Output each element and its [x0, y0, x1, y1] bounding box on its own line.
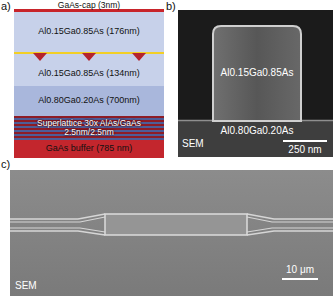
- scale-label: 10 μm: [286, 264, 314, 275]
- panel-label: a): [1, 0, 11, 12]
- layer-band: Al0.15Ga0.85As (134nm): [14, 62, 164, 86]
- layer-band: GaAs buffer (785 nm): [14, 140, 164, 158]
- layer-band: GaAs-cap (3nm): [14, 0, 164, 11]
- waveguide-edge: [10, 214, 105, 219]
- quantum-dot: [33, 53, 47, 61]
- imaging-tag: SEM: [15, 280, 37, 291]
- layer-label: GaAs buffer (785 nm): [46, 144, 132, 154]
- layer-band: Al0.80Ga0.20As (700nm): [14, 86, 164, 116]
- layer-label: Al0.80Ga0.20As (700nm): [38, 96, 140, 106]
- waveguide-edge: [10, 217, 105, 222]
- sem-substrate: [178, 120, 333, 157]
- layer-label: GaAs-cap (3nm): [58, 1, 120, 10]
- waveguide-edge: [247, 214, 333, 219]
- imaging-tag: SEM: [182, 138, 204, 149]
- sem-background: [178, 10, 333, 157]
- buffer-layer: [14, 140, 164, 158]
- panel-label: c): [1, 158, 10, 170]
- layer-label: Superlattice 30x AlAs/GaAs 2.5nm/2.5nm: [23, 119, 155, 138]
- sem-background: [10, 170, 333, 296]
- quantum-dot: [82, 53, 96, 61]
- waveguide-edge: [247, 231, 333, 235]
- layer-band: Al0.15Ga0.85As (176nm): [14, 12, 164, 52]
- material-label: Al0.80Ga0.20As: [221, 125, 294, 136]
- scale-bar: [283, 140, 327, 142]
- quantum-dot: [132, 53, 146, 61]
- layer-label: Al0.15Ga0.85As (134nm): [38, 69, 140, 79]
- waveguide-edge: [247, 217, 333, 222]
- al80-layer: [14, 86, 164, 116]
- lower-cladding: [14, 54, 164, 86]
- material-label: Al0.15Ga0.85As: [221, 67, 294, 78]
- sem-ridge: [213, 26, 301, 121]
- scale-bar: [282, 278, 318, 280]
- waveguide-edge: [10, 231, 105, 235]
- superlattice: [14, 116, 164, 140]
- panel-label: b): [166, 0, 176, 12]
- layer-label: Al0.15Ga0.85As (176nm): [38, 27, 140, 37]
- upper-cladding: [14, 12, 164, 52]
- layer-band: Superlattice 30x AlAs/GaAs 2.5nm/2.5nm: [14, 116, 164, 140]
- waveguide-body: [105, 214, 247, 235]
- scale-label: 250 nm: [288, 144, 321, 155]
